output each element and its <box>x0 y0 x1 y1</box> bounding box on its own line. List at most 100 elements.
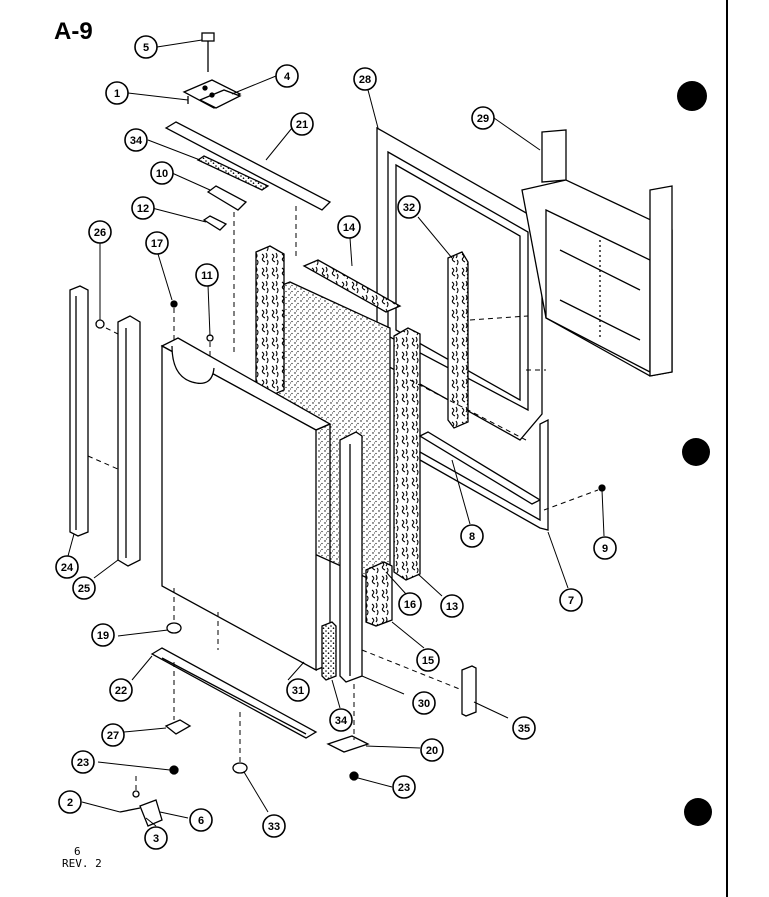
callout-number: 28 <box>359 74 371 86</box>
callout-circle <box>460 524 484 548</box>
callout-circle <box>58 790 82 814</box>
fastener-part <box>170 300 178 308</box>
callout-bubble: 11 <box>195 263 219 287</box>
callout-number: 7 <box>568 595 574 607</box>
callout-circle <box>55 555 79 579</box>
callout-bubble: 1 <box>105 81 129 105</box>
callout-bubble: 5 <box>134 35 158 59</box>
callout-circle <box>593 536 617 560</box>
callout-circle <box>124 128 148 152</box>
catch-part <box>202 215 228 231</box>
callout-circle <box>150 161 174 185</box>
callout-number: 23 <box>77 757 89 769</box>
bottom-rail-edge <box>161 657 307 735</box>
callout-circle <box>353 67 377 91</box>
binder-hole <box>682 438 710 466</box>
callout-bubble: 13 <box>440 594 464 618</box>
callout-circle <box>275 64 299 88</box>
callout-circle <box>88 220 112 244</box>
screw-part <box>132 790 140 798</box>
callout-bubble: 17 <box>145 231 169 255</box>
callout-circle <box>412 691 436 715</box>
callout-number: 31 <box>292 685 304 697</box>
callout-number: 32 <box>403 202 415 214</box>
callout-bubble: 8 <box>460 524 484 548</box>
callout-circle <box>134 35 158 59</box>
bottom-rail-part <box>150 647 318 739</box>
callout-circle <box>195 263 219 287</box>
bracket-part <box>164 719 192 735</box>
top-trim-strip <box>164 121 332 211</box>
callout-bubble: 27 <box>101 723 125 747</box>
callout-number: 16 <box>404 599 416 611</box>
callout-circle <box>290 112 314 136</box>
bracket-part <box>326 735 370 753</box>
callout-circle <box>512 716 536 740</box>
callout-number: 14 <box>343 222 356 234</box>
screw-part <box>201 32 215 72</box>
callout-bubble: 20 <box>420 738 444 762</box>
callout-number: 1 <box>114 88 120 100</box>
callout-circle <box>392 775 416 799</box>
insulation-block <box>302 259 402 313</box>
callout-bubble: 7 <box>559 588 583 612</box>
callout-bubble: 30 <box>412 691 436 715</box>
gasket-strip <box>321 621 337 681</box>
callout-number: 20 <box>426 745 438 757</box>
side-rail-part <box>69 285 89 537</box>
trim-frame-part <box>419 418 549 531</box>
callout-number: 35 <box>518 723 530 735</box>
callout-number: 34 <box>130 135 143 147</box>
callout-number: 30 <box>418 698 430 710</box>
callout-circle <box>71 750 95 774</box>
callout-circle <box>262 814 286 838</box>
filler-strip-part <box>461 665 477 717</box>
binder-hole <box>677 81 707 111</box>
callout-bubble: 14 <box>337 215 361 239</box>
callout-number: 24 <box>61 562 74 574</box>
door-panel-part <box>160 337 332 672</box>
foot-part <box>166 622 182 634</box>
callout-number: 13 <box>446 601 458 613</box>
callout-number: 2 <box>67 797 73 809</box>
callout-bubble: 12 <box>131 196 155 220</box>
callout-number: 21 <box>296 119 308 131</box>
callout-bubble: 10 <box>150 161 174 185</box>
foot-part <box>232 762 248 774</box>
callout-leaders <box>67 39 605 827</box>
callout-bubble: 24 <box>55 555 79 579</box>
callout-number: 3 <box>153 833 159 845</box>
insulation-strip <box>393 327 421 581</box>
callout-bubble: 26 <box>88 220 112 244</box>
footer-revision: REV. 2 <box>62 857 102 870</box>
screw-part <box>169 765 179 775</box>
screw-part <box>95 319 105 329</box>
callout-bubble: 25 <box>72 576 96 600</box>
callout-number: 22 <box>115 685 127 697</box>
insulation-strip <box>255 245 285 397</box>
callout-number: 25 <box>78 583 90 595</box>
callout-circle <box>397 195 421 219</box>
diagram-title: A-9 <box>54 18 93 45</box>
callout-number: 34 <box>335 715 348 727</box>
callout-number: 9 <box>602 543 608 555</box>
callout-number: 29 <box>477 113 489 125</box>
callout-circle <box>91 623 115 647</box>
callout-number: 6 <box>198 815 204 827</box>
callout-bubble: 4 <box>275 64 299 88</box>
callout-circle <box>398 592 422 616</box>
part-drawings <box>67 32 673 827</box>
callout-circle <box>105 81 129 105</box>
footer: 6 REV. 2 <box>62 846 102 870</box>
hinge-bracket-part <box>182 79 242 109</box>
rear-housing-part <box>521 129 673 377</box>
callout-number: 15 <box>422 655 434 667</box>
callout-bubble: 16 <box>398 592 422 616</box>
hinge-pin <box>119 807 141 813</box>
callout-number: 8 <box>469 531 475 543</box>
callout-bubble: 9 <box>593 536 617 560</box>
callout-number: 11 <box>201 270 213 282</box>
callout-bubble: 2 <box>58 790 82 814</box>
callout-bubble: 32 <box>397 195 421 219</box>
